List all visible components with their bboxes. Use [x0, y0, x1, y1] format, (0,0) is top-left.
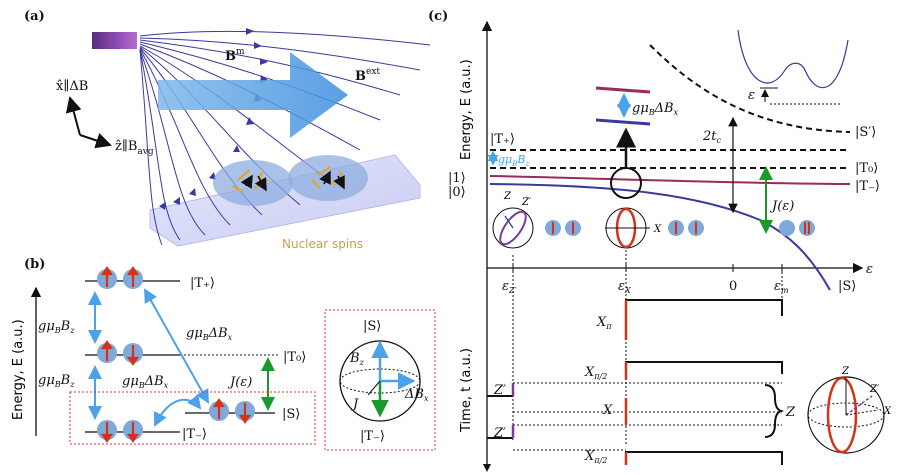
c-crossing-circle — [610, 167, 642, 199]
b-state-s: |S⟩ — [282, 407, 300, 422]
c-pulse-zprime-2: Z′ — [493, 426, 506, 441]
c-inset-potential — [737, 29, 849, 105]
b-ext-label: Bext — [355, 67, 380, 84]
nuclear-spins-label: Nuclear spins — [282, 237, 363, 251]
c-pulse-xpi2-a: Xπ/2 — [584, 365, 607, 381]
micromagnet — [92, 32, 137, 49]
c-pulse-dotted — [513, 382, 782, 451]
c-energy-axis-label: Energy, E (a.u.) — [459, 59, 474, 160]
c-state-one: |1⟩ — [448, 171, 466, 186]
b-label-gbz-2: gμBBz — [38, 373, 75, 389]
c-bz-label: gμBBz — [498, 153, 529, 168]
b-m-label: Bm — [225, 47, 245, 64]
c-curve-one — [489, 175, 851, 185]
b-label-gbz-1: gμBBz — [38, 319, 75, 335]
b-bloch-j-label: J — [350, 397, 359, 412]
b-j-label: J(ε) — [227, 375, 252, 390]
c-state-tminus: |T₋⟩ — [855, 179, 880, 194]
b-state-tminus: |T₋⟩ — [182, 427, 207, 442]
external-field-arrow — [158, 52, 348, 138]
b-bloch-s-label: |S⟩ — [363, 319, 381, 334]
b-state-t0: |T₀⟩ — [283, 350, 306, 365]
c-inset-eps: ε — [748, 88, 755, 103]
c-tick-m: εm — [774, 279, 789, 295]
panel-a-label: (a) — [24, 9, 45, 24]
c-bloch-zprime — [492, 207, 534, 249]
c-time-arrowhead — [483, 464, 491, 472]
c-tick-zero: 0 — [729, 279, 737, 294]
b-subspace-box — [69, 391, 316, 445]
b-label-gdbx-2: gμBΔBx — [122, 374, 169, 390]
substrate-slab — [149, 154, 421, 247]
c-bloch-x — [605, 207, 650, 249]
c-time-axis-label: Time, t (a.u.) — [459, 348, 474, 433]
b-bloch-dbx-label: ΔBx — [404, 387, 429, 403]
c-brace — [764, 384, 785, 438]
c-state-zero: |0⟩ — [448, 185, 466, 200]
c-bloch2-x: X — [883, 406, 892, 417]
panel-c: (c) Energy, E (a.u.) Time, t (a.u.) ε εZ… — [428, 9, 892, 472]
c-bloch-x-label: X — [653, 224, 662, 235]
panel-c-label: (c) — [428, 9, 448, 24]
c-2tc-label: 2tc — [702, 129, 722, 145]
c-spin-arrows — [552, 222, 810, 234]
panel-a: (a) — [24, 9, 431, 251]
c-state-s: |S⟩ — [838, 279, 856, 294]
c-split-lower — [595, 118, 651, 126]
c-split-upper — [595, 86, 651, 94]
b-bloch-tminus-label: |T₋⟩ — [360, 429, 385, 444]
c-pulse-xpi2-b: Xπ/2 — [584, 449, 607, 465]
c-state-sprime: |S′⟩ — [855, 125, 876, 140]
electron-spin-arrows — [240, 170, 345, 192]
b-energy-axis-label: Energy, E (a.u.) — [11, 319, 26, 420]
c-bloch-large — [807, 376, 885, 454]
c-pulse-x: X — [602, 403, 613, 418]
axis-x-label: x̂∥ΔB — [56, 79, 88, 94]
panel-b: (b) Energy, E (a.u.) |T₊⟩ |T₀⟩ |S⟩ |T₋⟩ — [11, 257, 436, 451]
axis-triad: x̂∥ΔB ẑ∥Bavg — [56, 79, 154, 157]
c-state-tplus: |T₊⟩ — [490, 132, 515, 147]
c-brace-z: Z — [785, 405, 796, 420]
b-spin-arrows — [100, 266, 252, 443]
c-curve-sprime — [649, 44, 851, 133]
axis-z-label: ẑ∥Bavg — [115, 139, 154, 157]
c-tick-x: εX — [618, 279, 631, 295]
c-eps-axis-label: ε — [866, 262, 873, 277]
b-state-tplus: |T₊⟩ — [190, 276, 215, 291]
c-curve-zero — [489, 183, 831, 291]
c-dbx-label: gμBΔBx — [632, 101, 679, 117]
b-bloch-bz-label: Bz — [349, 351, 365, 367]
c-pulse-xpi: Xπ — [596, 315, 612, 331]
c-tick-zprime: εZ′ — [502, 279, 517, 295]
b-bloch-box — [324, 309, 436, 451]
panel-b-label: (b) — [24, 257, 45, 272]
c-bloch-zp: Z′ — [521, 197, 532, 208]
b-bloch-sphere — [339, 340, 421, 422]
c-j-label: J(ε) — [769, 199, 794, 214]
b-label-gdbx-1: gμBΔBx — [186, 326, 233, 342]
c-state-t0: |T₀⟩ — [855, 161, 878, 176]
quantum-dots — [213, 155, 368, 206]
c-bloch-z: Z — [503, 191, 512, 202]
c-bloch2-z: Z — [841, 366, 850, 377]
c-pulse-zprime-1: Z′ — [493, 383, 506, 398]
c-bloch2-zp: Z′ — [869, 384, 880, 395]
